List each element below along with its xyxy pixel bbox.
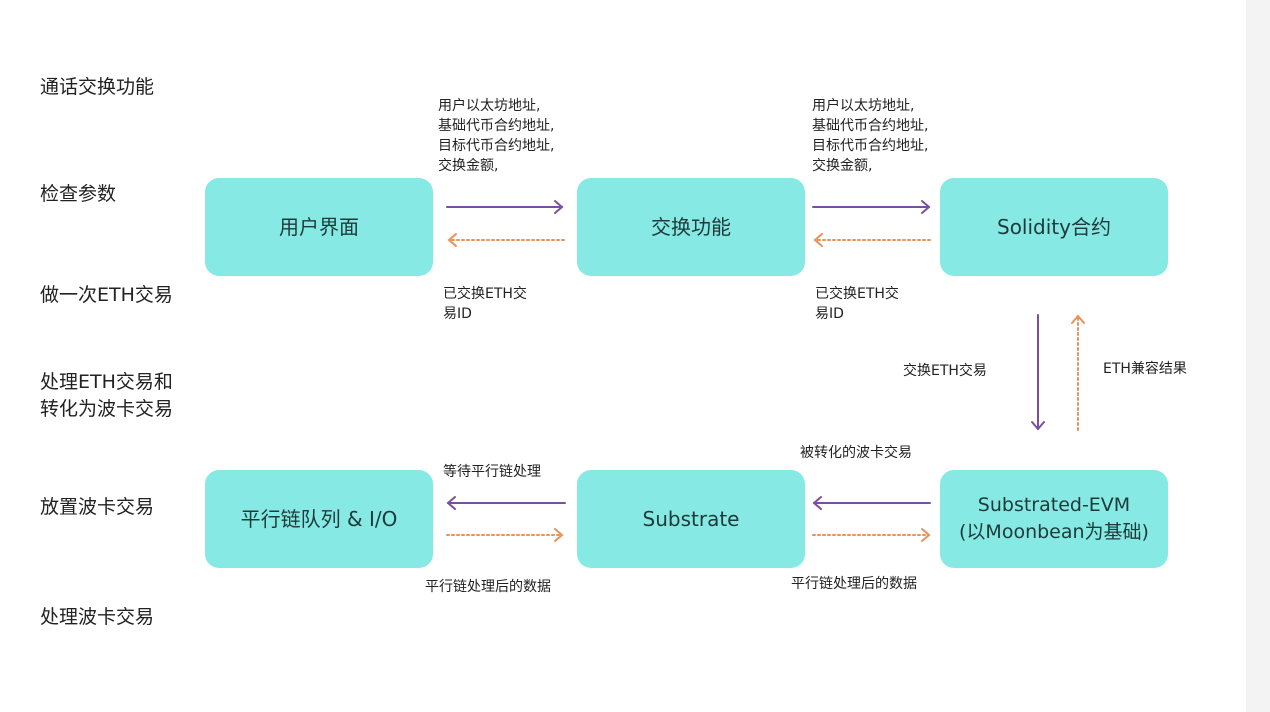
params-label: 用户以太坊地址, 基础代币合约地址, 目标代币合约地址, 交换金额,: [438, 98, 555, 174]
converted-label: 被转化的波卡交易: [800, 445, 912, 461]
box-solidity-contract: Solidity合约: [940, 178, 1168, 276]
txid-label: 已交换ETH交 易ID: [815, 286, 899, 322]
arrow-response: [446, 528, 564, 542]
swap-eth-label: 交换ETH交易: [903, 363, 987, 379]
box-substrated-evm: Substrated-EVM (以Moonbean为基础): [940, 470, 1168, 568]
step-label: 通话交换功能: [40, 76, 155, 98]
arrow-request: [1031, 314, 1045, 431]
box-substrate: Substrate: [577, 470, 805, 568]
processed-label: 平行链处理后的数据: [425, 579, 551, 595]
arrow-response: [813, 233, 931, 247]
arrow-request: [812, 200, 931, 214]
step-label: 放置波卡交易: [40, 496, 155, 518]
arrow-response: [812, 528, 931, 542]
box-user-interface: 用户界面: [205, 178, 433, 276]
box-swap-function: 交换功能: [577, 178, 805, 276]
step-label: 处理波卡交易: [40, 606, 155, 628]
step-label: 检查参数: [40, 183, 117, 205]
eth-result-label: ETH兼容结果: [1103, 361, 1187, 377]
box-parachain-queue: 平行链队列 & I/O: [205, 470, 433, 568]
scrollbar-strip: [1246, 0, 1270, 712]
arrow-request: [446, 496, 566, 510]
arrow-request: [812, 496, 931, 510]
step-label: 做一次ETH交易: [40, 284, 173, 306]
params-label: 用户以太坊地址, 基础代币合约地址, 目标代币合约地址, 交换金额,: [812, 98, 929, 174]
processed-label: 平行链处理后的数据: [791, 576, 917, 592]
arrow-response: [1071, 314, 1085, 431]
step-label: 处理ETH交易和 转化为波卡交易: [40, 371, 174, 420]
waiting-label: 等待平行链处理: [443, 464, 541, 480]
txid-label: 已交换ETH交 易ID: [443, 286, 527, 322]
arrow-request: [446, 200, 564, 214]
arrow-response: [447, 233, 565, 247]
